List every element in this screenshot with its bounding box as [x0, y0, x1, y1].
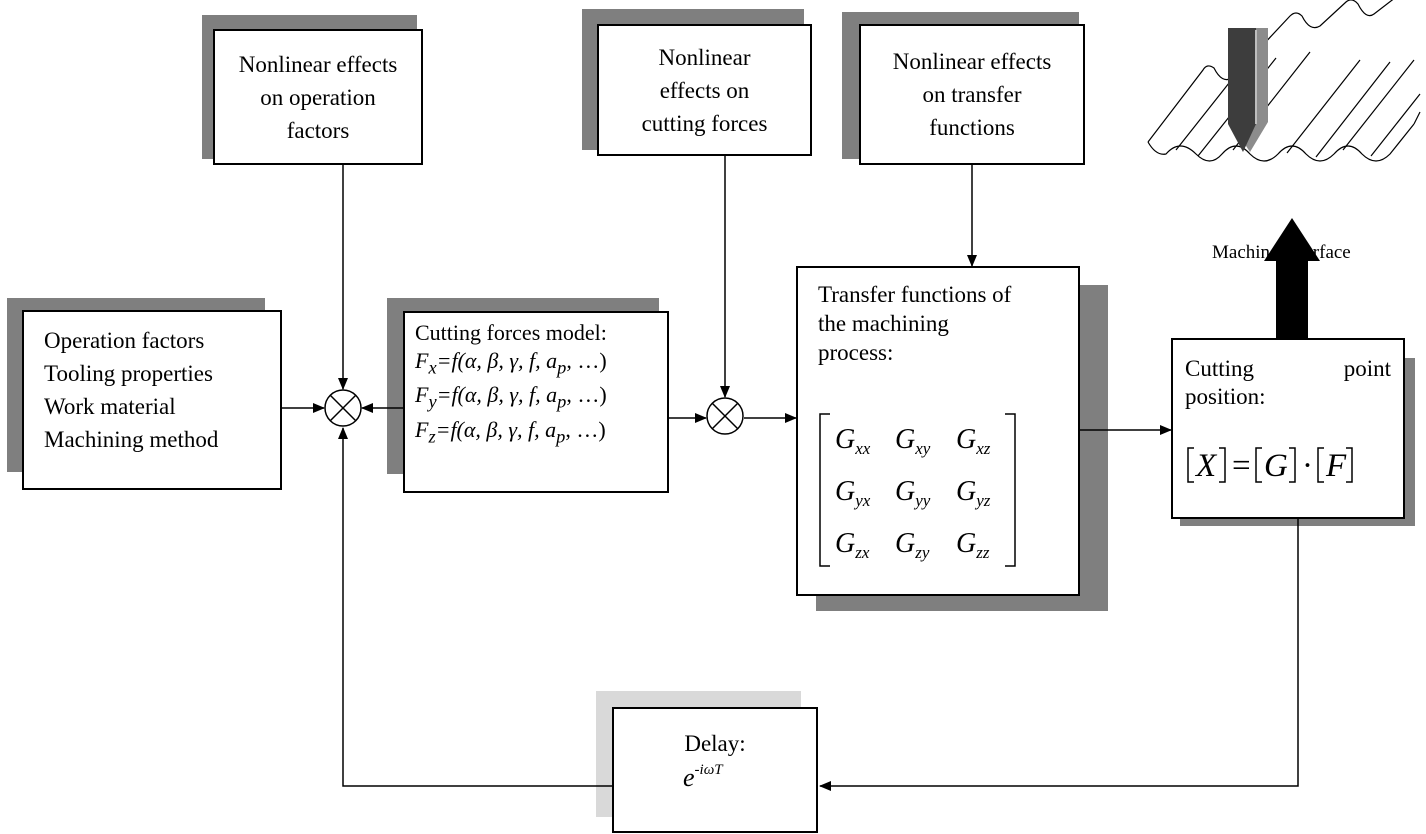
nonlinear-operation-line-1: Nonlinear effects — [238, 51, 398, 77]
nonlinear-operation-box: Nonlinear effects on operation factors — [213, 29, 423, 165]
svg-text:X: X — [1194, 448, 1218, 484]
matrix-cell: Gxx — [835, 424, 871, 458]
matrix-cell: Gzx — [835, 528, 870, 562]
nonlinear-operation-line-3: factors — [286, 117, 350, 143]
cutting-model-title: Cutting forces model: — [415, 320, 607, 345]
nonlinear-cutting-box: Nonlinear effects on cutting forces — [597, 24, 812, 156]
matrix-cell: Gzz — [956, 528, 990, 562]
position-line-2: position: — [1185, 384, 1266, 409]
transfer-line-2: the machining — [818, 311, 949, 336]
nonlinear-transfer-line-2: on transfer — [922, 82, 1022, 107]
matrix-cell: Gxz — [956, 424, 991, 458]
transfer-line-1: Transfer functions of — [818, 282, 1012, 307]
position-box: Cutting point position: — [1171, 338, 1405, 519]
svg-text:·: · — [1302, 448, 1313, 484]
svg-text:F: F — [1325, 448, 1347, 484]
matrix-cell: Gxy — [895, 424, 931, 458]
nonlinear-cutting-line-1: Nonlinear — [658, 44, 751, 70]
arrow-delay-to-junction — [338, 427, 612, 787]
cutting-tool-icon — [1228, 28, 1268, 152]
svg-text:=: = — [1232, 448, 1251, 484]
matrix-cell: Gyx — [835, 476, 871, 510]
cutting-equation-x: Fx=f(α, β, γ, f, ap, …) — [415, 348, 607, 378]
input-work-material: Work material — [44, 394, 176, 419]
matrix-cell: Gzy — [895, 528, 930, 562]
nonlinear-operation-line-2: on operation — [260, 84, 376, 110]
transfer-line-3: process: — [818, 340, 894, 365]
summing-junction-middle — [706, 397, 744, 435]
machined-surface-drawing — [1147, 0, 1421, 162]
summing-junction-left — [324, 389, 362, 427]
cutting-equation-z: Fz=f(α, β, γ, f, ap, …) — [415, 416, 606, 447]
delay-box: Delay: — [612, 707, 818, 833]
cutting-equation-y: Fy=f(α, β, γ, f, ap, …) — [415, 382, 607, 412]
transfer-box: Transfer functions of the machining proc… — [796, 266, 1080, 596]
svg-text:G: G — [1264, 448, 1288, 484]
matrix-cell: Gyy — [895, 476, 931, 510]
transfer-matrix: Gxx Gxy Gxz Gyx Gyy Gyz Gzx Gzy Gzz — [819, 413, 1016, 567]
delay-formula: e-iωT — [683, 762, 724, 792]
delay-title: Delay: — [684, 731, 746, 756]
position-formula: X = G · F — [1187, 447, 1353, 484]
inputs-box: Operation factors Tooling properties Wor… — [22, 310, 282, 490]
input-machining-method: Machining method — [44, 427, 219, 452]
nonlinear-transfer-line-1: Nonlinear effects — [892, 49, 1052, 74]
position-line-1: Cutting point — [1185, 356, 1391, 381]
nonlinear-transfer-line-3: functions — [929, 115, 1015, 140]
cutting-model-box: Cutting forces model: Fx=f(α, β, γ, f, a… — [403, 311, 669, 493]
matrix-cell: Gyz — [956, 476, 991, 510]
arrow-position-to-delay — [819, 519, 1299, 791]
nonlinear-transfer-box: Nonlinear effects on transfer functions — [859, 24, 1085, 165]
nonlinear-cutting-line-3: cutting forces — [641, 110, 768, 136]
input-tooling-properties: Tooling properties — [44, 361, 213, 386]
output-arrow — [1264, 218, 1320, 338]
nonlinear-cutting-line-2: effects on — [659, 77, 750, 103]
input-operation-factors: Operation factors — [44, 328, 205, 353]
